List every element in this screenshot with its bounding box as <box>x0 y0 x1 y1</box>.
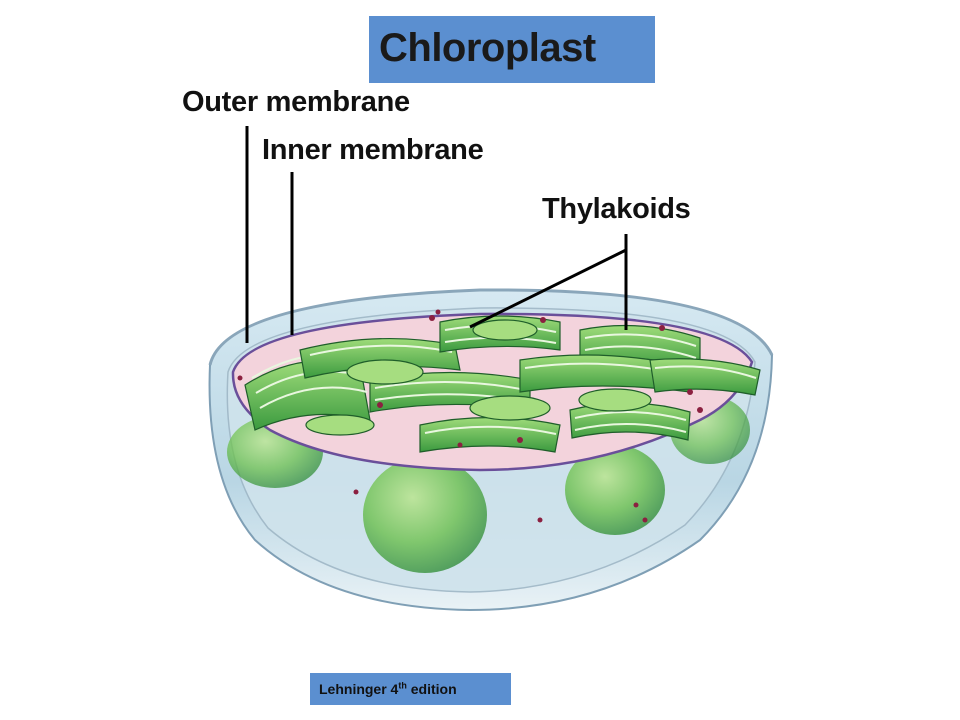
leader-thylakoids-branch <box>469 248 627 329</box>
leader-lines <box>245 126 628 343</box>
label-inner-membrane: Inner membrane <box>262 134 484 166</box>
granum-lower-right <box>565 445 665 535</box>
label-thylakoids: Thylakoids <box>542 193 691 225</box>
title-box: Chloroplast <box>369 16 655 83</box>
grana-stacks <box>305 319 652 436</box>
credit-text: Lehninger 4th edition <box>319 680 457 697</box>
granum-lower-center <box>363 457 487 573</box>
ribosomes <box>237 309 703 523</box>
page-title: Chloroplast <box>379 26 596 70</box>
bowl-rim <box>208 288 774 366</box>
credit-box: Lehninger 4th edition <box>310 673 511 705</box>
label-outer-membrane: Outer membrane <box>182 86 410 118</box>
